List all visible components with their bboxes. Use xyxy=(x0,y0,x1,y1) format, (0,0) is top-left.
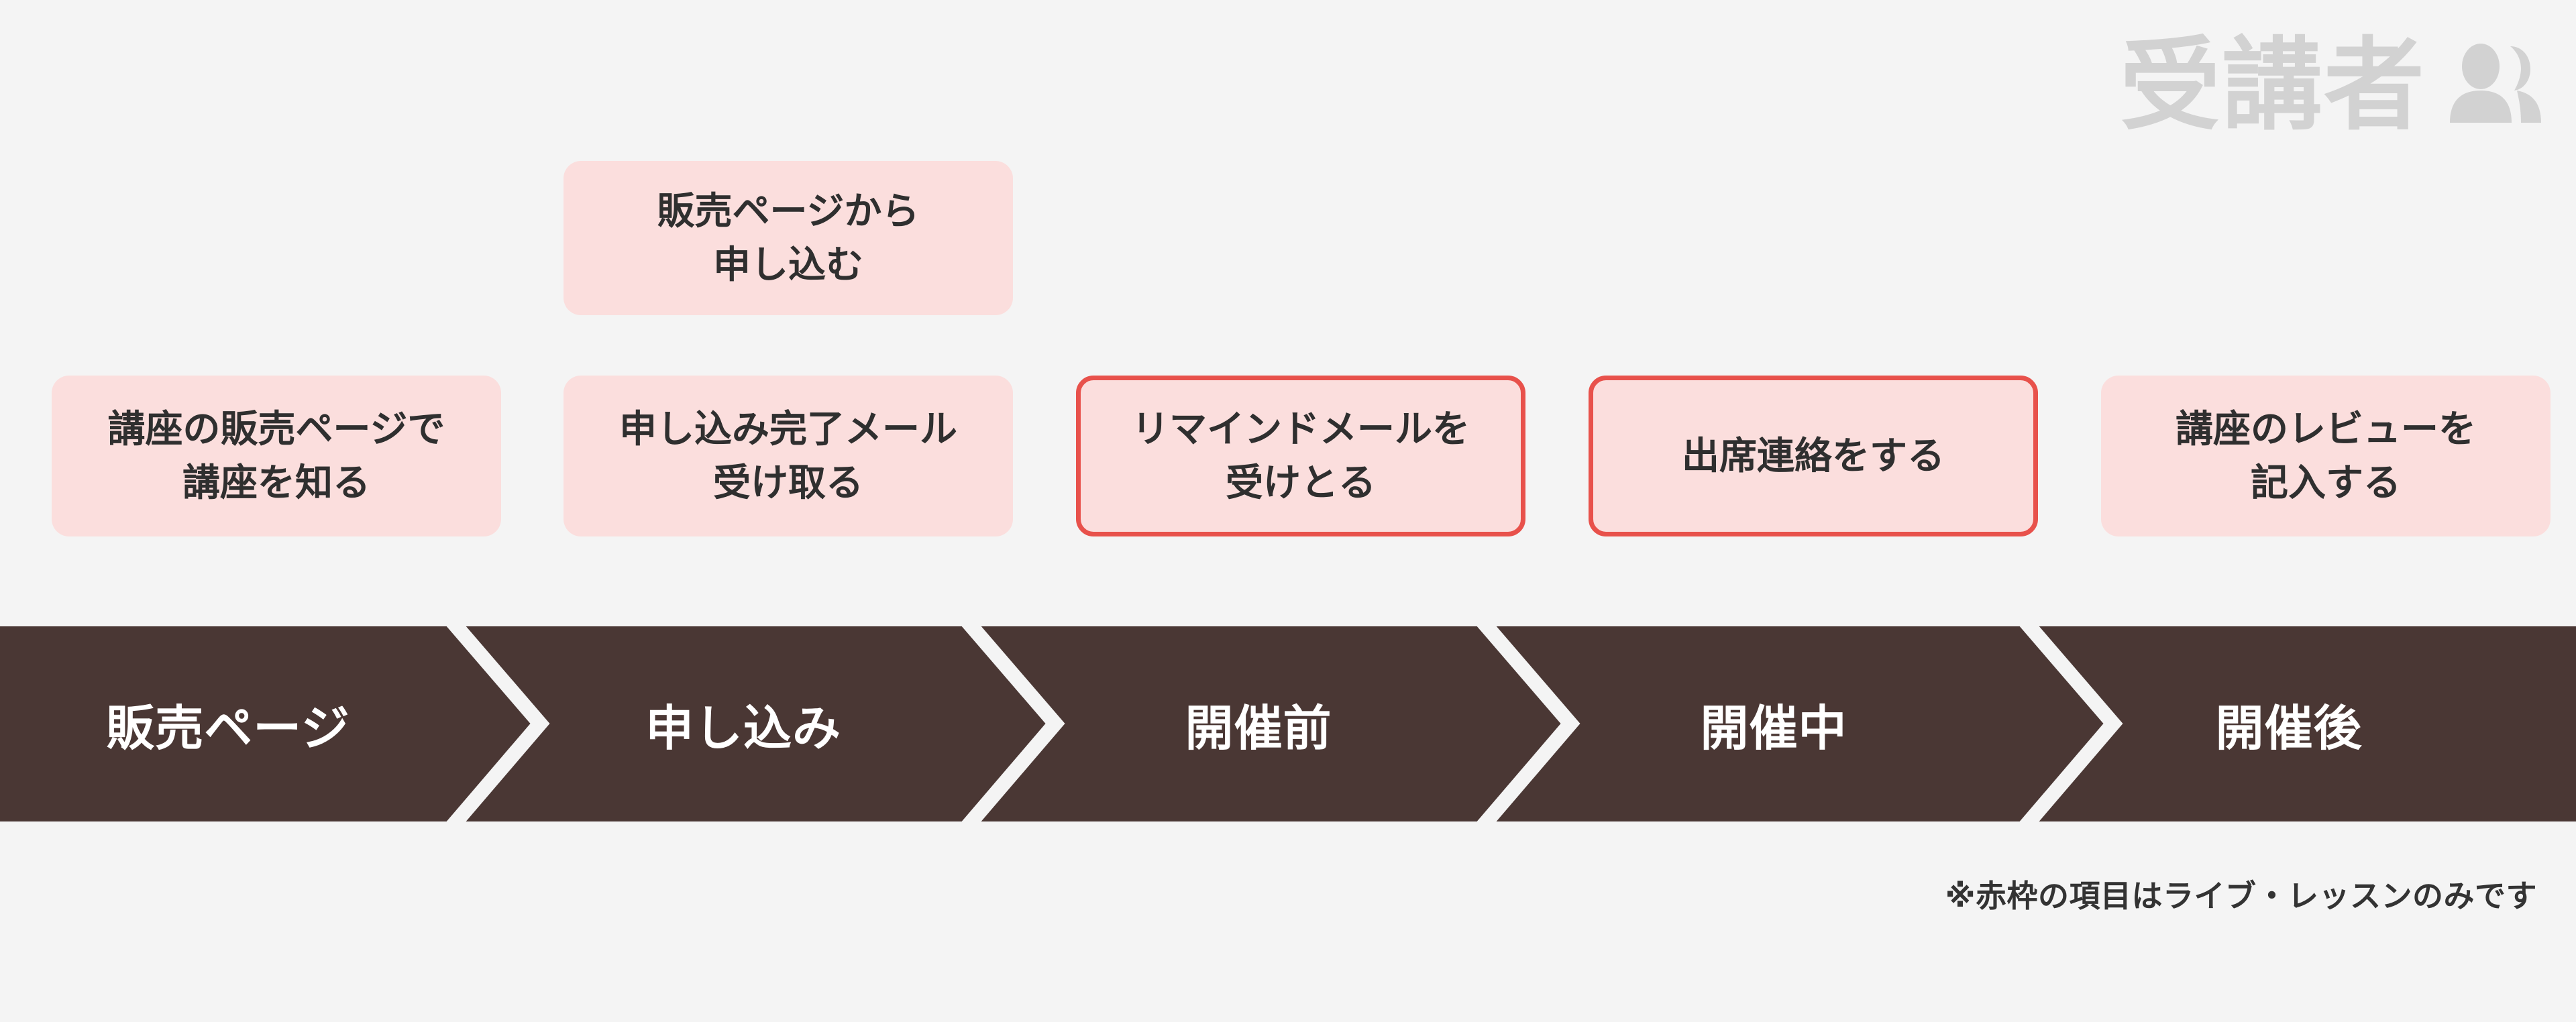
card-text: 講座のレビューを記入する xyxy=(2176,402,2476,509)
stage-band: 販売ページ 申し込み 開催前 開催中 開催後 xyxy=(0,626,2576,821)
card-text: 申し込み完了メール受け取る xyxy=(619,402,957,509)
card-line: 講座の販売ページで xyxy=(107,408,445,451)
card-top-apply[interactable]: 販売ページから申し込む xyxy=(564,161,1013,315)
card-text: リマインドメールを受けとる xyxy=(1132,402,1470,509)
stage-label: 販売ページ xyxy=(106,702,350,756)
card-line: 販売ページから xyxy=(657,190,920,233)
card-know-course[interactable]: 講座の販売ページで講座を知る xyxy=(52,376,501,536)
stage-apply[interactable]: 申し込み xyxy=(515,626,971,821)
stage-label: 開催後 xyxy=(2215,702,2363,756)
card-text: 講座の販売ページで講座を知る xyxy=(108,402,445,509)
card-confirm-mail[interactable]: 申し込み完了メール受け取る xyxy=(564,376,1013,536)
stage-during[interactable]: 開催中 xyxy=(1546,626,2002,821)
card-review[interactable]: 講座のレビューを記入する xyxy=(2101,376,2551,536)
card-line: 記入する xyxy=(2251,461,2401,504)
card-text: 販売ページから申し込む xyxy=(657,184,920,291)
card-remind-mail[interactable]: リマインドメールを受けとる xyxy=(1076,376,1525,536)
stage-sales-page[interactable]: 販売ページ xyxy=(0,626,456,821)
card-line: 出席連絡をする xyxy=(1682,435,1945,477)
card-line: 申し込み完了メール xyxy=(619,408,957,451)
footnote-text: ※赤枠の項目はライブ・レッスンのみです xyxy=(1945,878,2537,913)
card-text: 出席連絡をする xyxy=(1682,429,1945,483)
stage-after[interactable]: 開催後 xyxy=(2061,626,2517,821)
card-line: 申し込む xyxy=(712,243,863,286)
watermark-label: 受講者 xyxy=(2119,29,2426,141)
stage-before[interactable]: 開催前 xyxy=(1030,626,1487,821)
card-line: リマインドメールを xyxy=(1132,408,1470,451)
stage-label: 開催前 xyxy=(1185,702,1332,756)
watermark-group: 受講者 xyxy=(2120,35,2544,135)
card-line: 受け取る xyxy=(713,461,863,504)
card-attendance[interactable]: 出席連絡をする xyxy=(1589,376,2038,536)
card-line: 講座を知る xyxy=(182,461,370,504)
stage-label: 申し込み xyxy=(645,702,841,756)
stage-label: 開催中 xyxy=(1700,702,1847,756)
users-icon xyxy=(2443,43,2544,127)
card-line: 受けとる xyxy=(1226,461,1376,504)
card-line: 講座のレビューを xyxy=(2176,408,2476,451)
